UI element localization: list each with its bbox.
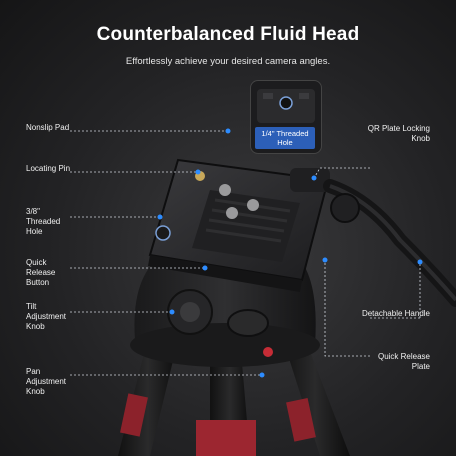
label-detachable-handle: Detachable Handle bbox=[361, 309, 430, 318]
inset-plate-image bbox=[257, 89, 315, 123]
label-threaded-hole-38: 3/8" Threaded Hole bbox=[26, 207, 61, 236]
quick-release-plate-shape bbox=[148, 158, 330, 292]
label-locating-pin: Locating Pin bbox=[26, 164, 71, 173]
handle-assembly bbox=[290, 168, 456, 307]
label-quick-release-button: Quick Release Button bbox=[26, 258, 56, 287]
label-qr-plate-locking-knob: QR Plate Locking Knob bbox=[367, 124, 430, 143]
page-subtitle: Effortlessly achieve your desired camera… bbox=[125, 56, 331, 67]
label-quick-release-plate: Quick Release Plate bbox=[377, 352, 430, 371]
label-pan-adjustment-knob: Pan Adjustment Knob bbox=[26, 367, 67, 396]
inset-tag: 1/4" Threaded Hole bbox=[255, 127, 315, 149]
label-tilt-adjustment-knob: Tilt Adjustment Knob bbox=[26, 302, 67, 331]
head-body bbox=[130, 250, 320, 367]
label-nonslip-pad: Nonslip Pad bbox=[26, 123, 70, 132]
page-title: Counterbalanced Fluid Head bbox=[96, 24, 360, 45]
